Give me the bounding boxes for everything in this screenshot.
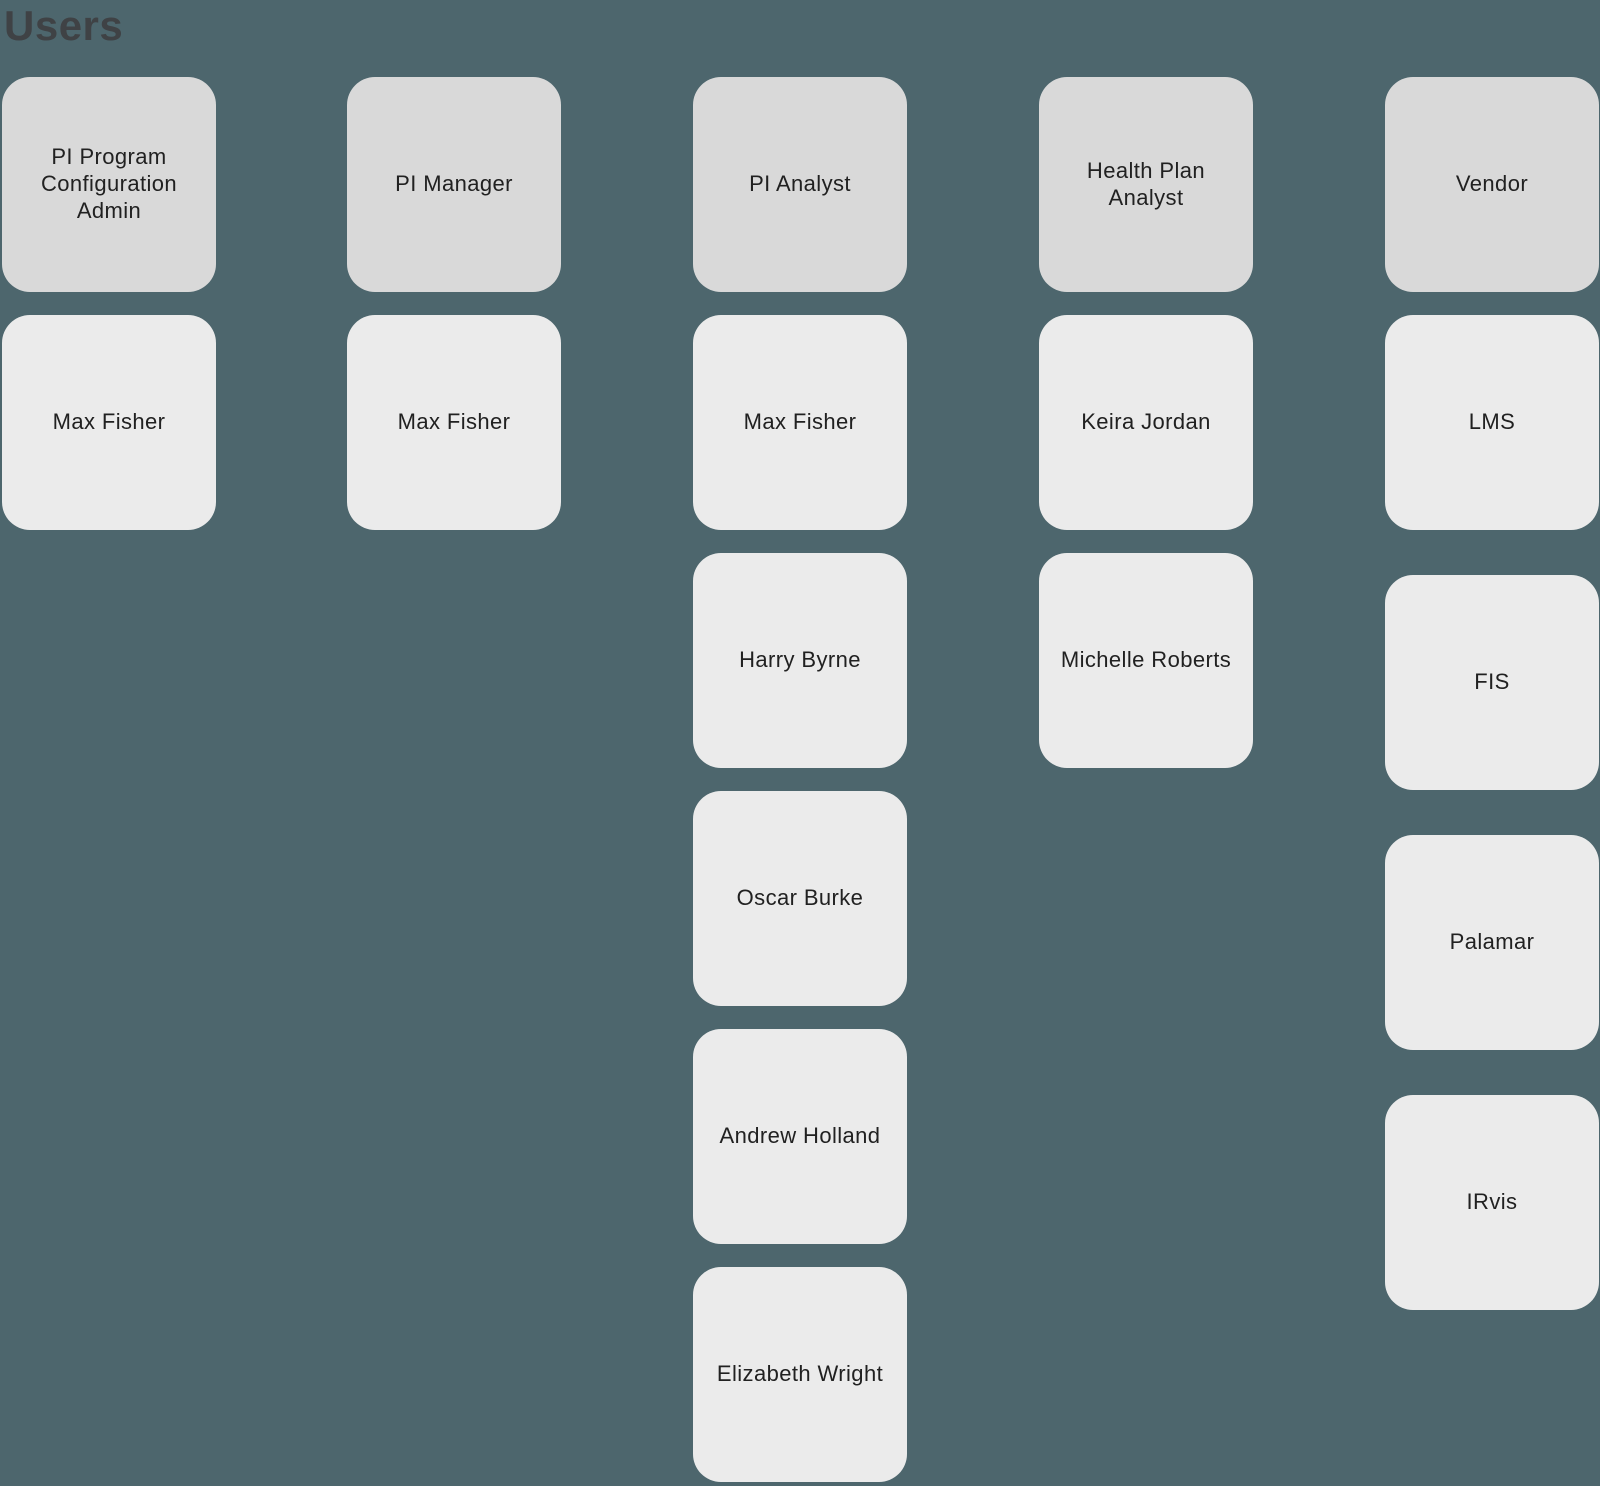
role-card-label: Vendor — [1455, 171, 1529, 197]
column-pi-analyst: PI Analyst Max Fisher Harry Byrne Oscar … — [693, 77, 907, 1482]
role-card-pi-analyst[interactable]: PI Analyst — [693, 77, 907, 292]
role-card-vendor[interactable]: Vendor — [1385, 77, 1599, 292]
user-card-michelle-roberts[interactable]: Michelle Roberts — [1039, 553, 1253, 768]
vendor-card-label: IRvis — [1466, 1189, 1518, 1215]
user-card-keira-jordan[interactable]: Keira Jordan — [1039, 315, 1253, 530]
vendor-card-label: FIS — [1474, 669, 1510, 695]
vendor-card-irvis[interactable]: IRvis — [1385, 1095, 1599, 1310]
role-card-label: PI Analyst — [749, 171, 851, 197]
user-card-label: Max Fisher — [397, 409, 511, 435]
vendor-card-label: LMS — [1468, 409, 1516, 435]
user-card-label: Keira Jordan — [1081, 409, 1211, 435]
role-card-label: Health Plan Analyst — [1086, 157, 1206, 210]
user-card-harry-byrne[interactable]: Harry Byrne — [693, 553, 907, 768]
user-card-label: Andrew Holland — [719, 1123, 881, 1149]
vendor-card-lms[interactable]: LMS — [1385, 315, 1599, 530]
user-card-label: Max Fisher — [52, 409, 166, 435]
user-card-label: Elizabeth Wright — [716, 1361, 884, 1387]
vendor-card-palamar[interactable]: Palamar — [1385, 835, 1599, 1050]
user-card-oscar-burke[interactable]: Oscar Burke — [693, 791, 907, 1006]
column-vendor: Vendor LMS FIS Palamar IRvis — [1385, 77, 1599, 1310]
user-card-max-fisher[interactable]: Max Fisher — [2, 315, 216, 530]
page-title: Users — [4, 2, 124, 49]
user-card-label: Max Fisher — [743, 409, 857, 435]
vendor-card-label: Palamar — [1449, 929, 1535, 955]
user-card-label: Oscar Burke — [736, 885, 864, 911]
user-card-elizabeth-wright[interactable]: Elizabeth Wright — [693, 1267, 907, 1482]
user-card-andrew-holland[interactable]: Andrew Holland — [693, 1029, 907, 1244]
user-card-max-fisher[interactable]: Max Fisher — [693, 315, 907, 530]
role-card-pi-program-configuration-admin[interactable]: PI Program Configuration Admin — [2, 77, 216, 292]
role-card-pi-manager[interactable]: PI Manager — [347, 77, 561, 292]
user-card-label: Harry Byrne — [739, 647, 861, 673]
role-card-label: PI Manager — [395, 171, 513, 197]
user-card-max-fisher[interactable]: Max Fisher — [347, 315, 561, 530]
role-card-label: PI Program Configuration Admin — [40, 144, 178, 223]
vendor-card-fis[interactable]: FIS — [1385, 575, 1599, 790]
column-pi-program-configuration-admin: PI Program Configuration Admin Max Fishe… — [2, 77, 216, 530]
user-card-label: Michelle Roberts — [1060, 647, 1232, 673]
column-health-plan-analyst: Health Plan Analyst Keira Jordan Michell… — [1039, 77, 1253, 768]
role-card-health-plan-analyst[interactable]: Health Plan Analyst — [1039, 77, 1253, 292]
column-pi-manager: PI Manager Max Fisher — [347, 77, 561, 530]
